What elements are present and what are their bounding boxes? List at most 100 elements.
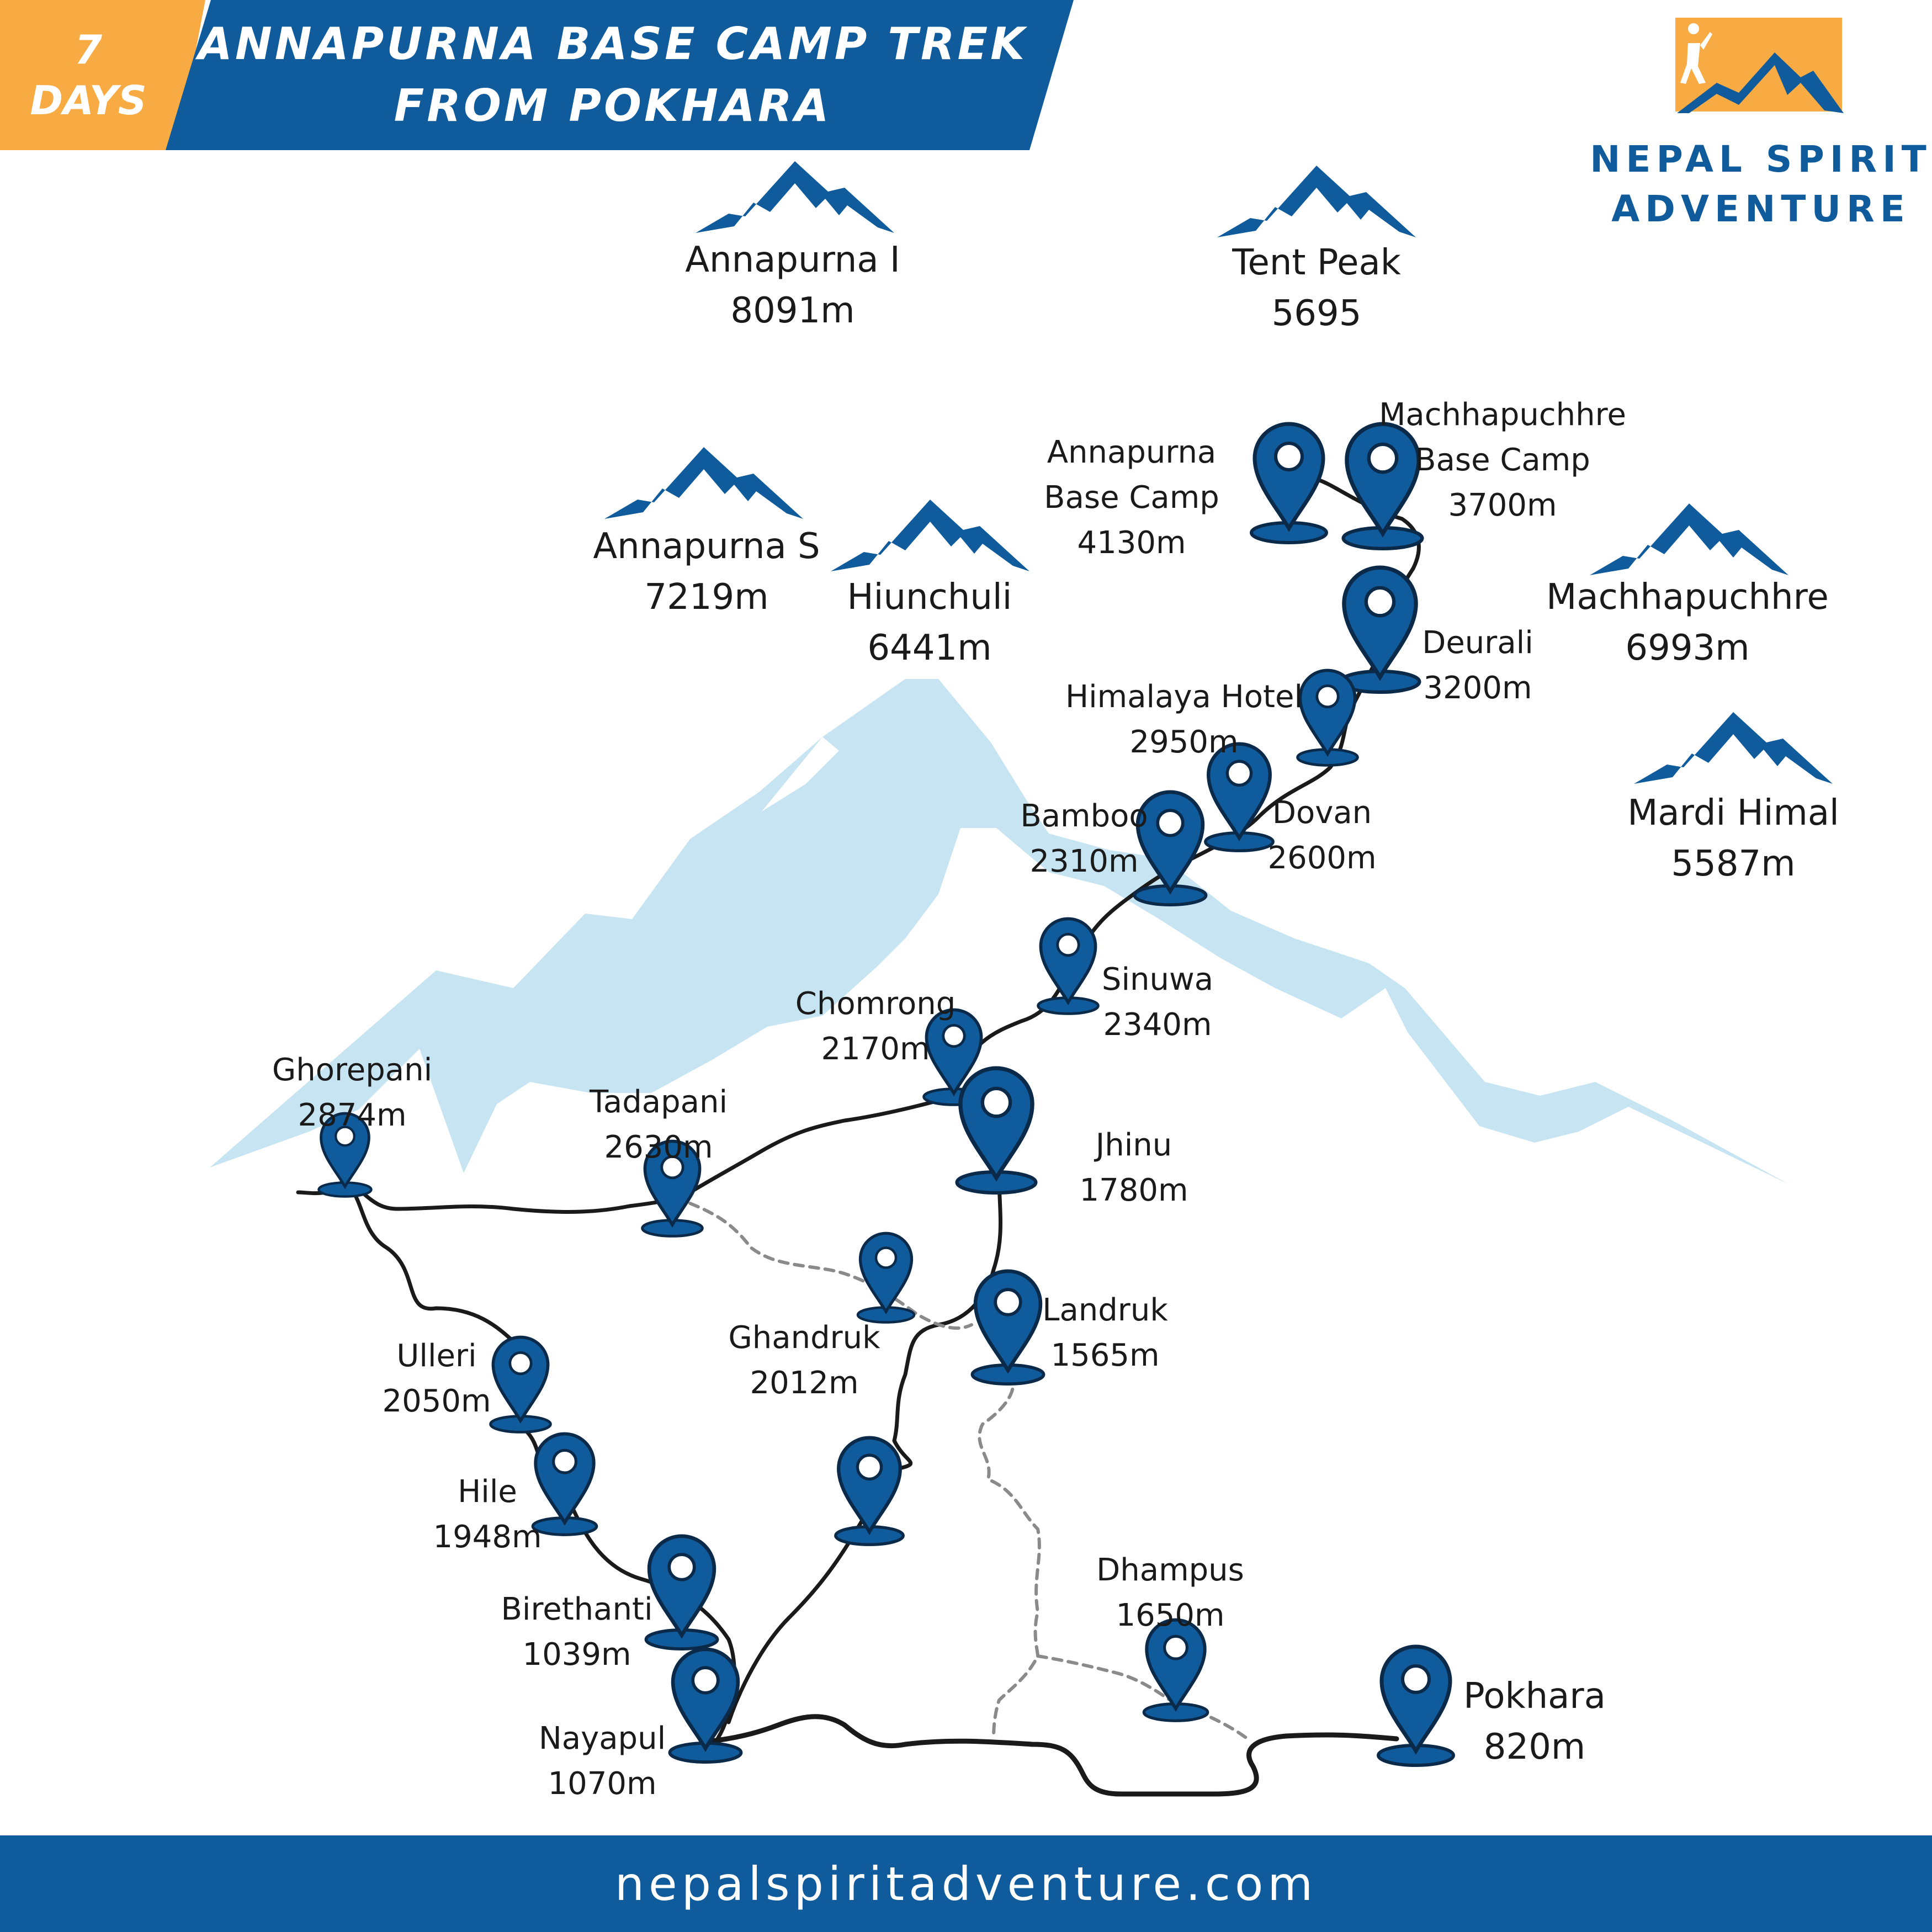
place-elevation: 1039m	[522, 1637, 631, 1673]
place-name-line: Annapurna	[1047, 434, 1217, 470]
map-pin-icon-dovan[interactable]	[1204, 742, 1275, 852]
map-pin-icon-machhapuchhre-base-camp[interactable]	[1341, 422, 1424, 551]
map-pin-icon-landruk[interactable]	[970, 1269, 1045, 1386]
route-main	[704, 1714, 1399, 1797]
place-label-chomrong: Chomrong 2170m	[795, 981, 956, 1072]
map-pin-icon-sinuwa[interactable]	[1037, 917, 1100, 1015]
map-pin-icon-himalaya-hotel[interactable]	[1296, 668, 1359, 767]
place-label-pokhara: Pokhara 820m	[1463, 1671, 1606, 1772]
map-pin-icon-annapurna-base-camp[interactable]	[1250, 422, 1328, 544]
place-elevation: 2874m	[298, 1097, 407, 1133]
map-pin-icon-hile[interactable]	[531, 1432, 598, 1536]
place-name: Nayapul	[538, 1721, 666, 1756]
map-pin-icon-birethanti[interactable]	[644, 1534, 719, 1650]
peak-elevation: 5695	[1271, 293, 1362, 334]
mountain-icon-mardi-himal	[1634, 712, 1833, 784]
map-pin-icon-tadapani[interactable]	[641, 1139, 704, 1238]
place-elevation: 1948m	[433, 1519, 542, 1555]
map-pin-icon-ghorepani[interactable]	[317, 1112, 373, 1198]
map-pin-icon-chomrong[interactable]	[922, 1008, 985, 1106]
peak-label-annapurna-i: Annapurna I 8091m	[685, 235, 900, 336]
map-pin-icon-ulleri[interactable]	[489, 1335, 552, 1434]
peak-label-hiunchuli: Hiunchuli 6441m	[847, 572, 1012, 673]
mountain-highlight-left	[762, 737, 839, 811]
route-landruk-dhampus-dashed	[978, 1373, 1249, 1740]
place-name: Himalaya Hotel	[1065, 679, 1303, 715]
place-label-landruk: Landruk 1565m	[1042, 1288, 1168, 1378]
peak-label-mardi-himal: Mardi Himal 5587m	[1627, 788, 1839, 889]
place-name: Dhampus	[1096, 1552, 1244, 1588]
map-pin-icon-unnamed-stop[interactable]	[834, 1436, 905, 1546]
peak-elevation: 8091m	[730, 290, 855, 331]
peak-elevation: 5587m	[1671, 843, 1796, 884]
place-elevation: 2012m	[750, 1365, 859, 1401]
peak-elevation: 7219m	[644, 577, 769, 618]
place-label-machhapuchhre-base-camp: Machhapuchhre Base Camp 3700m	[1379, 392, 1626, 528]
map-pin-icon-nayapul[interactable]	[668, 1647, 743, 1764]
place-name: Hile	[458, 1474, 517, 1510]
place-name-line: Machhapuchhre	[1379, 397, 1626, 433]
place-name: Chomrong	[795, 986, 956, 1022]
place-label-nayapul: Nayapul 1070m	[539, 1716, 666, 1807]
place-label-ghandruk: Ghandruk 2012m	[728, 1315, 880, 1406]
peak-name: Mardi Himal	[1627, 793, 1839, 834]
place-name-line: Base Camp	[1044, 480, 1219, 516]
place-label-tadapani: Tadapani 2630m	[590, 1080, 728, 1170]
map-pin-icon-jhinu[interactable]	[955, 1066, 1038, 1195]
place-elevation: 1650m	[1116, 1597, 1225, 1633]
place-elevation: 4130m	[1077, 525, 1186, 561]
mountain-icon-annapurna-s	[604, 447, 803, 519]
logo	[1675, 18, 1844, 113]
place-label-dovan: Dovan 2600m	[1267, 790, 1376, 881]
title-banner-bg	[166, 0, 1074, 150]
title-line-1: ANNAPURNA BASE CAMP TREK	[198, 18, 1028, 70]
brand-name-line-1: NEPAL SPIRIT	[1590, 138, 1932, 181]
place-name: Jhinu	[1095, 1127, 1172, 1163]
place-label-birethanti: Birethanti 1039m	[501, 1587, 653, 1678]
hiker-icon	[1680, 23, 1712, 84]
place-name: Sinuwa	[1101, 962, 1214, 997]
place-name: Pokhara	[1463, 1676, 1606, 1717]
place-label-dhampus: Dhampus 1650m	[1096, 1548, 1244, 1638]
peak-label-annapurna-s: Annapurna S 7219m	[593, 521, 820, 623]
route-tadapani-ghandruk-dashed	[688, 1202, 973, 1330]
place-elevation: 1070m	[548, 1766, 657, 1802]
map-pin-icon-ghandruk[interactable]	[856, 1232, 916, 1324]
place-elevation: 820m	[1483, 1727, 1586, 1768]
place-name: Birethanti	[501, 1591, 653, 1627]
map-pin-icon-dhampus[interactable]	[1142, 1618, 1209, 1722]
place-elevation: 2630m	[604, 1129, 713, 1165]
place-elevation: 2600m	[1267, 840, 1377, 876]
place-name: Deurali	[1422, 625, 1533, 661]
days-badge-bg	[0, 0, 205, 150]
title-banner: ANNAPURNA BASE CAMP TREK FROM POKHARA	[182, 0, 1043, 150]
place-name: Bamboo	[1020, 798, 1148, 834]
footer-bar: nepalspiritadventure.com	[0, 1835, 1932, 1932]
website-url[interactable]: nepalspiritadventure.com	[614, 1856, 1318, 1911]
days-number: 7	[74, 26, 103, 73]
peak-name: Annapurna I	[685, 240, 900, 280]
map-pin-icon-deurali[interactable]	[1339, 565, 1421, 694]
map-pin-icon-bamboo[interactable]	[1133, 790, 1208, 906]
place-elevation: 3700m	[1448, 487, 1557, 523]
place-elevation: 2050m	[382, 1383, 491, 1419]
peak-name: Annapurna S	[593, 526, 820, 567]
place-name: Ulleri	[396, 1338, 477, 1374]
place-label-ulleri: Ulleri 2050m	[382, 1334, 491, 1424]
place-name: Ghorepani	[272, 1052, 433, 1088]
peak-label-machhapuchhre: Machhapuchhre 6993m	[1546, 572, 1829, 673]
place-elevation: 2340m	[1103, 1007, 1212, 1043]
background-mountain-silhouette	[210, 679, 1788, 1184]
place-label-hile: Hile 1948m	[433, 1469, 542, 1560]
mountain-icon-machhapuchhre	[1590, 503, 1788, 575]
location-pins	[317, 422, 1455, 1767]
peak-elevation: 6993m	[1625, 628, 1750, 668]
mountain-icon-hiunchuli	[831, 500, 1029, 571]
map-pin-icon-pokhara[interactable]	[1377, 1644, 1455, 1767]
place-name: Landruk	[1042, 1292, 1168, 1328]
peak-name: Hiunchuli	[847, 577, 1012, 618]
place-name: Ghandruk	[728, 1320, 880, 1356]
days-badge: 7 DAYS	[0, 0, 177, 150]
